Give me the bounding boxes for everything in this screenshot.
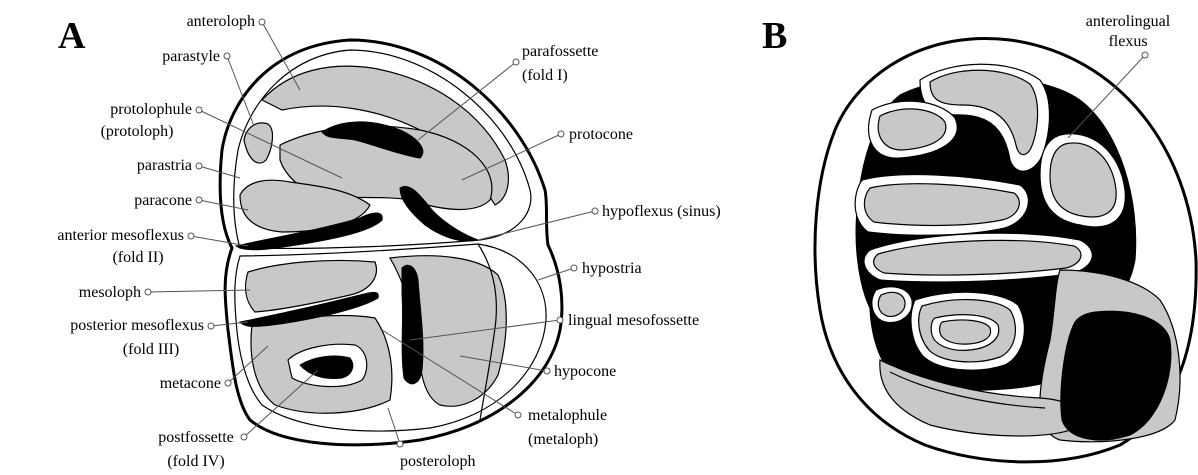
label-posterior-mesoflexus: posterior mesoflexus xyxy=(70,317,204,334)
panel-b: B anterolingual xyxy=(762,13,1196,462)
label-lingual-mesofossette: lingual mesofossette xyxy=(568,312,699,329)
label-postfossette: postfossette xyxy=(158,429,234,446)
label-paracone: paracone xyxy=(134,192,192,209)
label-flexus: flexus xyxy=(1108,33,1147,50)
panel-b-letter: B xyxy=(762,15,787,57)
label-fold-i: (fold I) xyxy=(522,67,568,84)
label-parafossette: parafossette xyxy=(522,43,598,60)
label-hypostria: hypostria xyxy=(582,260,642,277)
label-anterolingual: anterolingual xyxy=(1086,13,1171,30)
label-protocone: protocone xyxy=(569,126,633,143)
label-metalophule: metalophule xyxy=(528,407,607,424)
label-fold-iv: (fold IV) xyxy=(167,453,224,470)
label-parastyle: parastyle xyxy=(162,48,220,65)
b-loop-6-dentine xyxy=(878,292,905,316)
label-fold-ii: (fold II) xyxy=(112,249,163,266)
label-mesoloph: mesoloph xyxy=(79,284,141,301)
panel-a-letter: A xyxy=(58,15,86,57)
label-anterior-mesoflexus: anterior mesoflexus xyxy=(57,227,184,244)
label-hypoflexus: hypoflexus (sinus) xyxy=(602,203,721,220)
label-posteroloph: posteroloph xyxy=(400,453,476,470)
b-loop-4-dentine xyxy=(864,184,1019,226)
label-metaloph: (metaloph) xyxy=(528,431,598,448)
label-fold-iii: (fold III) xyxy=(123,341,179,358)
label-hypocone: hypocone xyxy=(554,363,616,380)
b-loop-7-inner-dentine xyxy=(940,320,991,344)
label-parastria: parastria xyxy=(137,157,192,174)
label-metacone: metacone xyxy=(160,375,221,392)
label-protolophule: protolophule xyxy=(110,101,192,118)
label-anteroloph: anteroloph xyxy=(187,13,255,30)
label-protoloph: (protoloph) xyxy=(101,123,174,140)
